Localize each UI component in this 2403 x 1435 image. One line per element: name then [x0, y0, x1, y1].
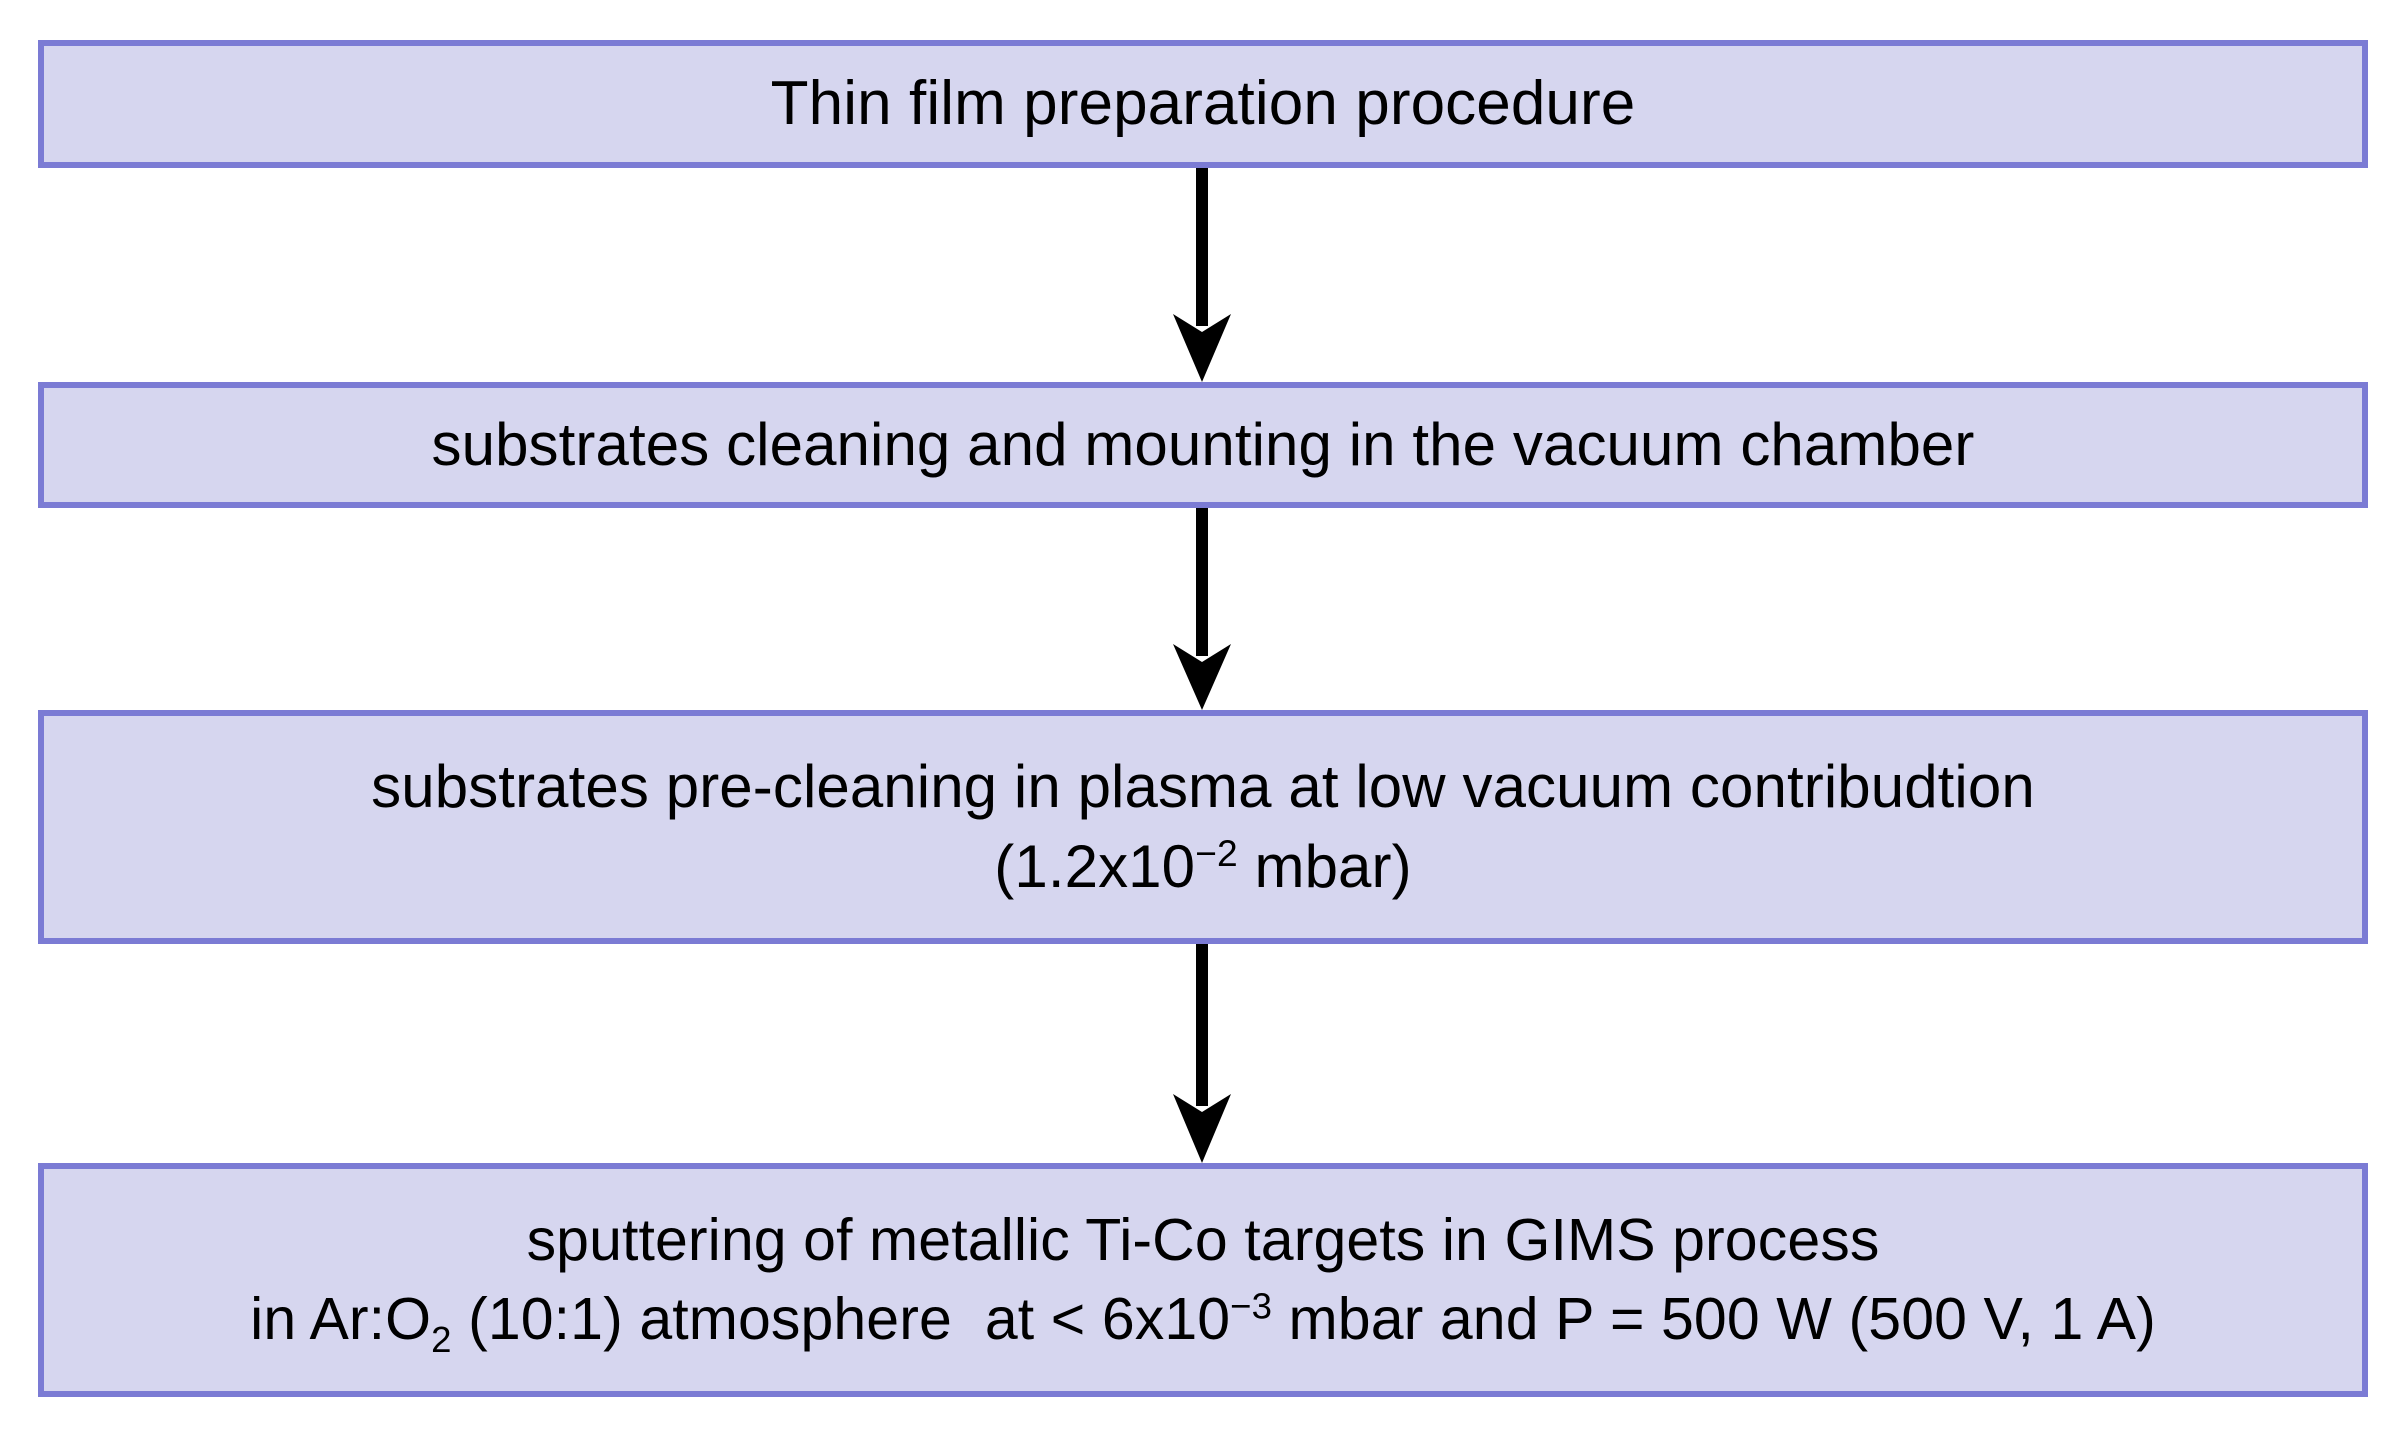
node-3-pressure-exponent: −2	[1195, 832, 1238, 874]
node-2-line-1: substrates cleaning and mounting in the …	[431, 410, 1975, 478]
down-arrow-icon	[1163, 168, 1241, 382]
node-1-line-1: Thin film preparation procedure	[770, 69, 1636, 139]
node-4-pressure-prefix: (10:1) atmosphere at < 6x10	[451, 1286, 1231, 1352]
node-4-power-suffix: mbar and P = 500 W (500 V, 1 A)	[1272, 1286, 2156, 1352]
node-4-line-2: in Ar:O2 (10:1) atmosphere at < 6x10−3 m…	[44, 1280, 2362, 1359]
down-arrow-icon	[1163, 944, 1241, 1163]
node-4-line-1: sputtering of metallic Ti-Co targets in …	[526, 1206, 1880, 1273]
node-1-text: Thin film preparation procedure	[44, 62, 2362, 145]
node-3-line-1: substrates pre-cleaning in plasma at low…	[371, 752, 2035, 820]
node-4-text: sputtering of metallic Ti-Co targets in …	[44, 1201, 2362, 1359]
node-4-gas-prefix: in Ar:O	[250, 1286, 432, 1352]
flowchart-node-substrate-cleaning-mounting: substrates cleaning and mounting in the …	[38, 382, 2368, 508]
down-arrow-icon	[1163, 508, 1241, 710]
node-3-text: substrates pre-cleaning in plasma at low…	[44, 747, 2362, 908]
flowchart-node-thin-film-preparation: Thin film preparation procedure	[38, 40, 2368, 168]
node-3-line-2: (1.2x10−2 mbar)	[44, 827, 2362, 907]
node-3-pressure-prefix: (1.2x10	[994, 833, 1196, 900]
node-2-text: substrates cleaning and mounting in the …	[44, 405, 2362, 485]
node-4-oxygen-subscript: 2	[431, 1318, 452, 1360]
flowchart-node-plasma-precleaning: substrates pre-cleaning in plasma at low…	[38, 710, 2368, 944]
node-3-pressure-unit: mbar)	[1237, 833, 1412, 900]
flowchart-node-gims-sputtering: sputtering of metallic Ti-Co targets in …	[38, 1163, 2368, 1397]
node-4-pressure-exponent: −3	[1230, 1285, 1273, 1327]
